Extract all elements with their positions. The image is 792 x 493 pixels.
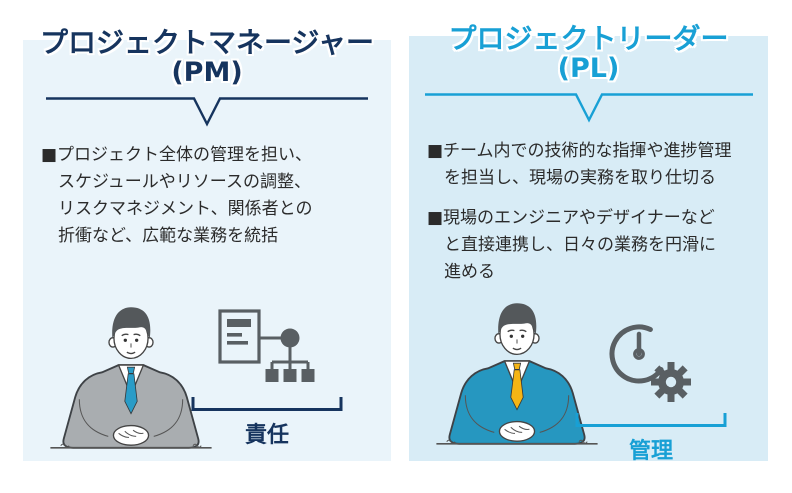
pm-keyword-label: 責任 [244,423,289,448]
pl-person-illustration [436,303,598,445]
pm-keyword-bracket [191,397,343,411]
clock-gear-icon [609,324,691,402]
pm-person-illustration [50,307,212,449]
pl-title-block: プロジェクトリーダー (PL) [409,23,768,85]
pm-bullet-1: ■プロジェクト全体の管理を担い、 スケジュールやリソースの調整、 リスクマネジメ… [41,145,313,246]
document-org-chart-icon [218,309,315,382]
pm-panel: プロジェクトマネージャー (PM) ■プロジェクト全体の管理を担い、 スケジュー… [23,27,391,461]
pm-subtitle: (PM) [171,57,243,89]
pl-keyword-label: 管理 [628,439,673,464]
pm-description: ■プロジェクト全体の管理を担い、 スケジュールやリソースの調整、 リスクマネジメ… [41,142,383,263]
pm-title: プロジェクトマネージャー [39,26,375,59]
pl-keyword-bracket [575,413,727,427]
pl-subtitle: (PL) [557,53,620,85]
pl-icon-block: 管理 [573,312,729,465]
pl-bullet-2: ■現場のエンジニアやデザイナーなど と直接連携し、日々の業務を円滑に 進める [427,208,716,282]
pl-title: プロジェクトリーダー [448,22,729,55]
pm-divider-notch-line [46,97,368,127]
pl-bullet-1: ■チーム内での技術的な指揮や進捗管理 を担当し、現場の実務を取り仕切る [427,141,732,188]
pl-description: ■チーム内での技術的な指揮や進捗管理 を担当し、現場の実務を取り仕切る ■現場の… [427,138,760,299]
pl-panel: プロジェクトリーダー (PL) ■チーム内での技術的な指揮や進捗管理 を担当し、… [409,23,768,464]
pl-divider-notch-line [424,93,753,123]
pm-title-block: プロジェクトマネージャー (PM) [23,27,391,89]
pm-icon-block: 責任 [189,308,345,449]
